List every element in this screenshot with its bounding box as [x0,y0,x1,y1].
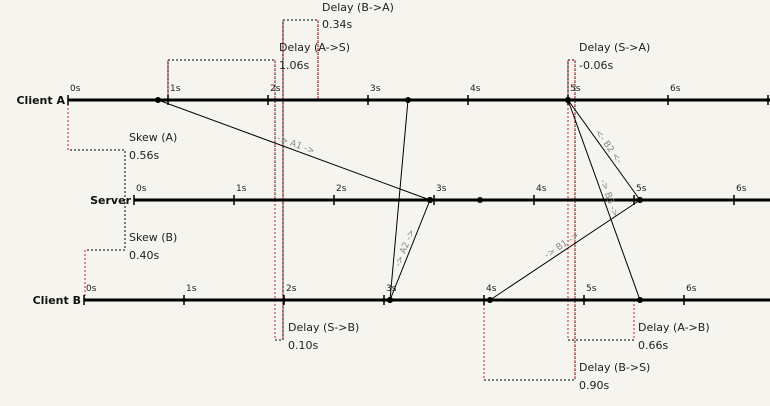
tick-label-client-b-1: 1s [186,284,197,294]
tick-label-client-b-5: 5s [586,284,597,294]
tick-label-server-1: 1s [236,184,247,194]
annotation-guides [67,19,635,381]
tick-label-server-6: 6s [736,184,747,194]
annotation-delay-a-s-title: Delay (A->S) [279,41,350,54]
tick-label-client-a-1: 1s [170,84,181,94]
timeline-client-a: Client A0s1s2s3s4s5s6s7 [16,84,770,107]
timeline-server: Server 0s 1s 2s 3s 4s 5s 6s [90,184,770,207]
message-line-5 [567,99,641,201]
tick-label-client-b-0: 0s [86,284,97,294]
timeline-label-client-b: Client B [33,294,81,307]
message-end-dot-2 [405,97,411,103]
tick-label-client-a-2: 2s [270,84,281,94]
annotation-delay-b-a-title: Delay (B->A) [322,1,394,14]
annotation-delay-a-b-value: 0.66s [638,339,668,352]
annotations: Delay (B->A) 0.34s Delay (A->S) 1.06s De… [129,1,710,392]
tick-label-client-a-0: 0s [70,84,81,94]
annotation-delay-s-a-value: -0.06s [579,59,613,72]
annotation-delay-b-a-value: 0.34s [322,18,352,31]
tick-label-server-0: 0s [136,184,147,194]
annotation-delay-s-b-value: 0.10s [288,339,318,352]
timelines: Client A0s1s2s3s4s5s6s7Server0s1s2s3s4s5… [16,84,770,307]
annotation-delay-s-a-title: Delay (S->A) [579,41,650,54]
message-line-4 [489,199,641,301]
tick-label-client-a-4: 4s [470,84,481,94]
delay-s-a-bracket [567,59,576,200]
tick-label-client-b-4: 4s [486,284,497,294]
delay-s-b-bracket [274,200,284,341]
tick-label-server-3: 3s [436,184,447,194]
message-end-dot-3 [477,197,483,203]
tick-label-server-4: 4s [536,184,547,194]
timeline-label-client-a: Client A [16,94,65,107]
tick-label-client-a-5: 5s [570,84,581,94]
message-start-dot-3 [427,197,433,203]
tick-label-client-a-6: 6s [670,84,681,94]
tick-label-client-b-6: 6s [686,284,697,294]
delay-b-s-bracket [483,200,576,381]
message-line-6 [567,99,641,301]
message-label-6: -> B3 -> [597,178,620,218]
message-end-dot-6 [637,297,643,303]
message-0: -> A1 -> [155,97,433,203]
annotation-delay-b-s-value: 0.90s [579,379,609,392]
annotation-skew-a-value: 0.56s [129,149,159,162]
message-line-0 [157,99,431,201]
annotation-skew-b-value: 0.40s [129,249,159,262]
message-start-dot-6 [565,97,571,103]
message-3 [427,197,483,203]
timeline-client-b: Client B0s1s2s3s4s5s6s [33,284,770,307]
annotation-skew-a-title: Skew (A) [129,131,177,144]
message-2 [387,97,411,303]
annotation-delay-a-b-title: Delay (A->B) [638,321,710,334]
message-label-0: -> A1 -> [276,134,316,157]
message-label-4: -> B1 -> [543,231,581,261]
annotation-delay-s-b-title: Delay (S->B) [288,321,359,334]
message-start-dot-2 [387,297,393,303]
skew-a-bracket [67,100,126,200]
annotation-delay-b-s-title: Delay (B->S) [579,361,650,374]
message-start-dot-0 [155,97,161,103]
message-start-dot-5 [637,197,643,203]
delay-a-s-bracket [167,59,276,200]
tick-label-client-b-2: 2s [286,284,297,294]
message-line-1 [389,199,431,301]
tick-label-client-a-3: 3s [370,84,381,94]
annotation-skew-b-title: Skew (B) [129,231,177,244]
timeline-label-server: Server [90,194,131,207]
tick-label-server-2: 2s [336,184,347,194]
message-line-2 [389,99,409,301]
annotation-delay-a-s-value: 1.06s [279,59,309,72]
tick-label-server-5: 5s [636,184,647,194]
message-start-dot-4 [487,297,493,303]
message-label-5: <- B2 <- [593,128,624,166]
